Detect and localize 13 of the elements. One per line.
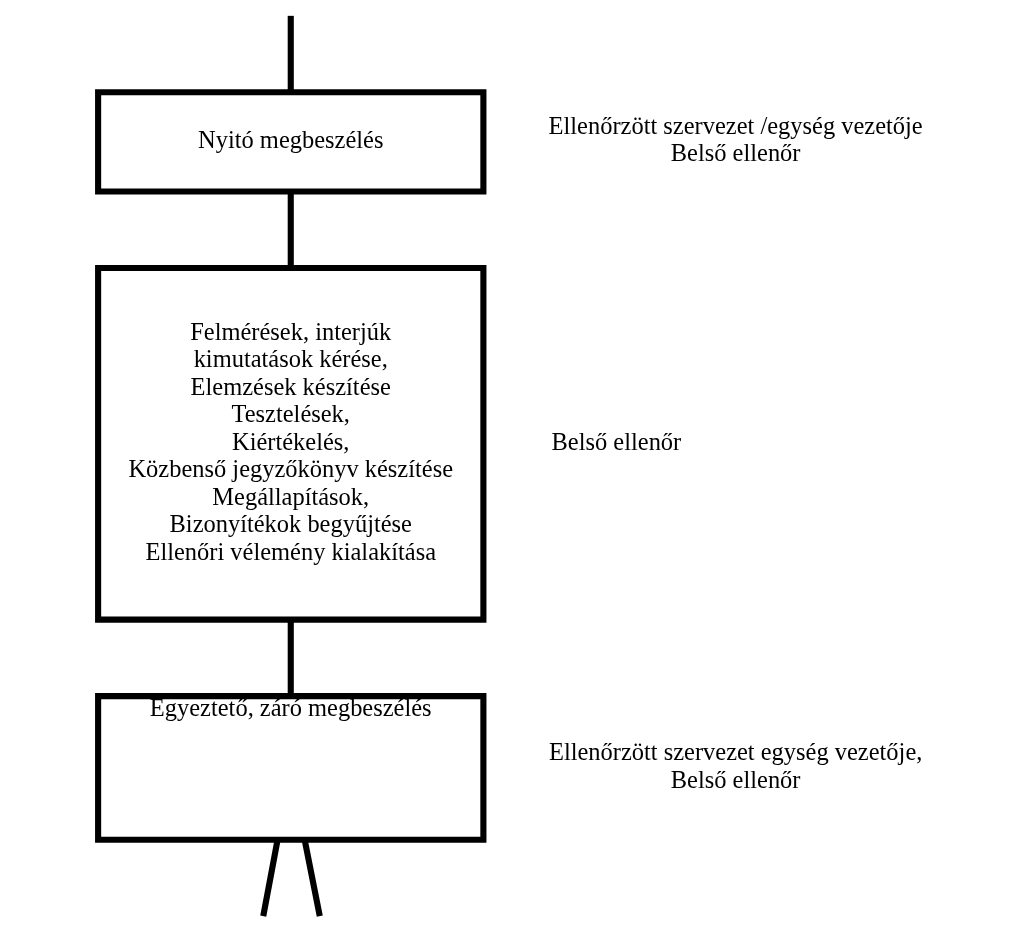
connector xyxy=(287,192,294,268)
node-label: Ellenőrzött szervezet /egység vezetője xyxy=(548,111,923,139)
connector xyxy=(287,620,294,696)
connector xyxy=(301,839,323,917)
node-box: Nyitó megbeszélés xyxy=(94,89,486,195)
node-box: Felmérések, interjúk kimutatások kérése, Elemzések készítése Tesztelések, Kiértékelés, Közbenső jegyzőkönyv készítése Megállapítások, Bizonyítékok begyűjtése Ellenőri vélemény kialakítása xyxy=(94,264,486,623)
node-box: Egyeztető, záró megbeszélés xyxy=(94,693,486,843)
node-label: Ellenőrzött szervezet egység vezetője, xyxy=(548,738,922,765)
node-label: Belső ellenőr xyxy=(551,427,681,455)
connector xyxy=(259,839,281,917)
node-label: Belső ellenőr xyxy=(670,765,801,793)
node-label: Belső ellenőr xyxy=(670,139,801,167)
connector xyxy=(287,15,294,92)
